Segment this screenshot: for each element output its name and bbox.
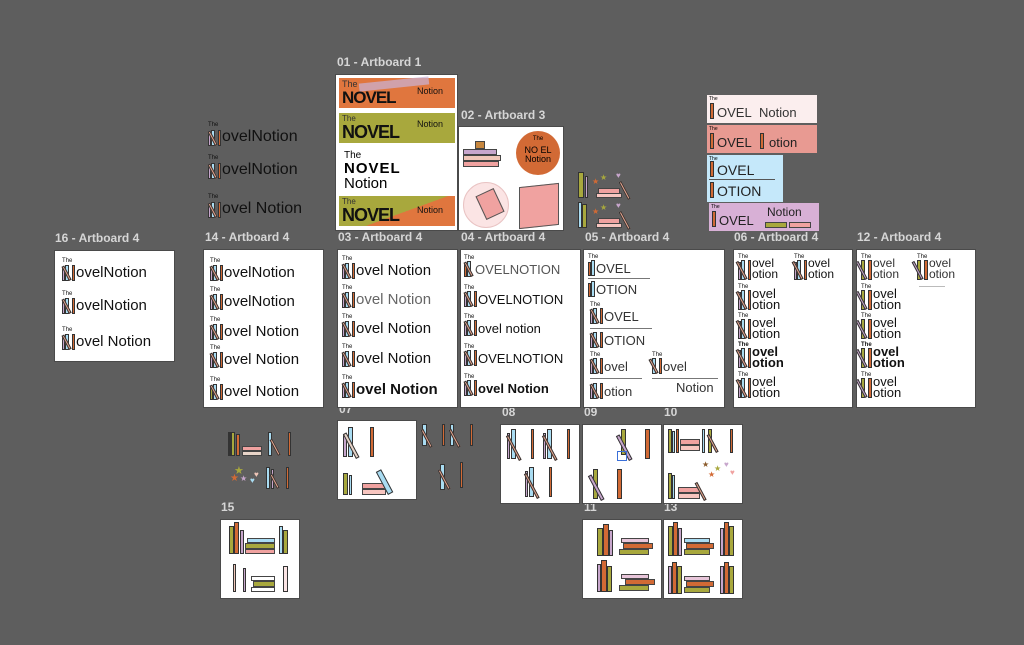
artboard-label-11[interactable]: 11	[584, 500, 597, 514]
selection-handle[interactable]	[617, 451, 627, 461]
artboard-label-12[interactable]: 12 - Artboard 4	[857, 230, 942, 244]
artboard-label-14[interactable]: 14 - Artboard 4	[205, 230, 290, 244]
artboard-label-10[interactable]: 10	[664, 405, 678, 419]
artboard-11[interactable]	[583, 520, 661, 598]
banner-variant-lightblue[interactable]: The OVEL OTION	[707, 155, 783, 202]
artboard-label-08[interactable]: 08	[502, 405, 516, 419]
floating-books-row[interactable]	[228, 430, 296, 458]
artboard-02[interactable]: The NO EL Notion	[459, 127, 563, 230]
artboard-08[interactable]	[501, 425, 579, 503]
sticker-book-stack	[463, 141, 501, 167]
floating-logo-1[interactable]: The ovelNotion	[207, 122, 298, 146]
floating-stars-books[interactable]: ★ ★ ★ ♥ ♥	[228, 465, 296, 491]
floating-books-stars-1[interactable]: ★ ★ ♥	[576, 170, 642, 200]
banner-olive-orange: The NOVEL Notion	[339, 196, 455, 226]
artboard-label-15[interactable]: 15	[221, 500, 235, 514]
sticker-circle-pink	[463, 182, 509, 228]
floating-logo-2[interactable]: The ovelNotion	[207, 155, 298, 179]
artboard-label-06[interactable]: 06 - Artboard 4	[734, 230, 819, 244]
artboard-label-05[interactable]: 05 - Artboard 4	[585, 230, 670, 244]
artboard-label-01[interactable]: 01 - Artboard 1	[337, 55, 422, 69]
floating-logo-3[interactable]: The ovel Notion	[207, 194, 303, 218]
artboard-07[interactable]	[338, 421, 416, 499]
sticker-circle-orange: The NO EL Notion	[516, 131, 560, 175]
artboard-01[interactable]: The NOVEL Notion The NOVEL Notion The NO…	[336, 75, 457, 230]
artboard-label-02[interactable]: 02 - Artboard 3	[461, 108, 546, 122]
artboard-label-04[interactable]: 04 - Artboard 4	[461, 230, 546, 244]
banner-variant-blush[interactable]: The OVEL Notion	[707, 95, 817, 123]
artboard-09[interactable]	[583, 425, 661, 503]
artboard-label-03[interactable]: 03 - Artboard 4	[338, 230, 423, 244]
artboard-label-09[interactable]: 09	[584, 405, 598, 419]
artboard-15[interactable]	[221, 520, 299, 598]
artboard-10[interactable]: ★ ★ ★ ♥ ♥	[664, 425, 742, 503]
artboard-13[interactable]	[664, 520, 742, 598]
artboard-label-13[interactable]: 13	[664, 500, 678, 514]
artboard-label-16[interactable]: 16 - Artboard 4	[55, 231, 140, 245]
banner-variant-salmon[interactable]: The OVEL otion	[707, 125, 817, 153]
floating-books-stars-2[interactable]: ★ ★ ♥	[576, 200, 642, 230]
banner-orange: The NOVEL Notion	[339, 76, 455, 108]
banner-olive-hearts: The NOVEL Notion	[339, 113, 455, 143]
floating-n-group[interactable]	[420, 422, 478, 494]
banner-variant-lilac[interactable]: The OVEL Notion	[709, 203, 819, 231]
sticker-open-book	[519, 182, 559, 230]
logo-stacked: The NOVEL Notion	[344, 150, 401, 192]
